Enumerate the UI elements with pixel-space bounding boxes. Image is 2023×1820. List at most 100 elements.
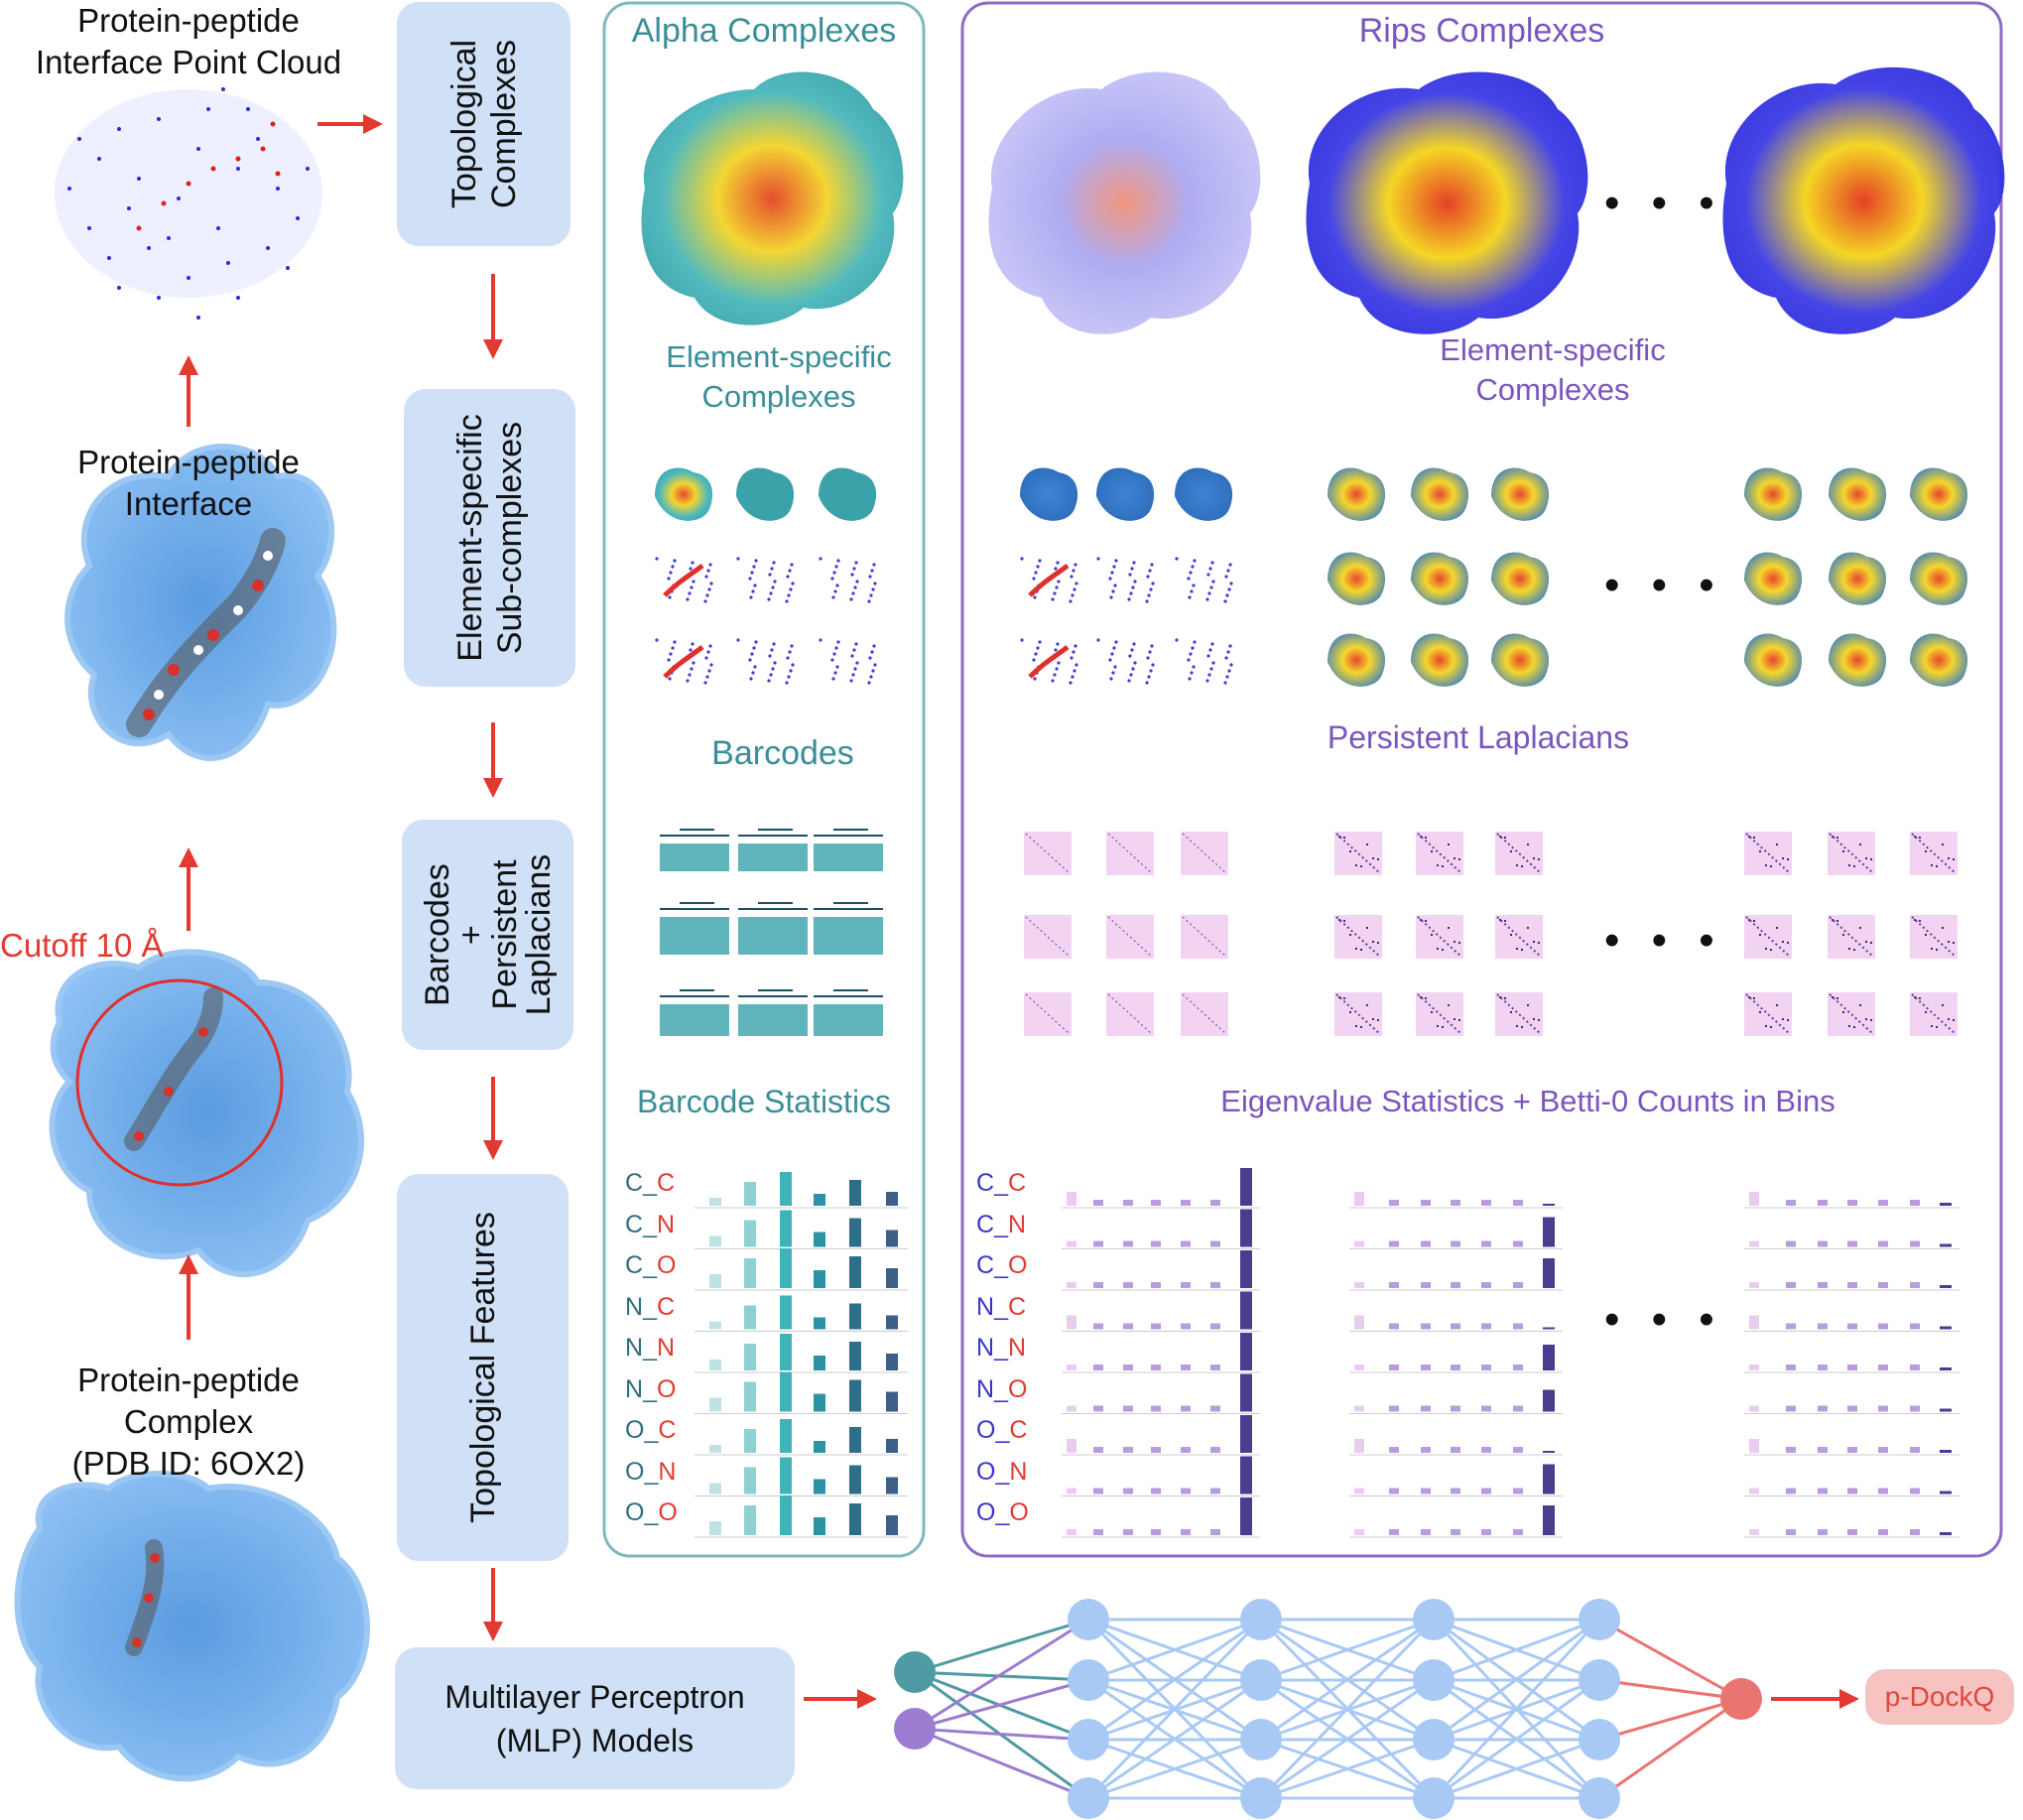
stat-bar-0-2 [780, 1172, 792, 1206]
rips-scatter-0-1-0 [1020, 557, 1078, 603]
edge-output [1598, 1678, 1742, 1701]
eigen-bar-1-2-0 [1354, 1282, 1364, 1288]
pair-second: C [1007, 1169, 1027, 1197]
eigen-stat-pair-O-O: O_O [976, 1498, 1029, 1527]
eigen-bar-1-1-1 [1389, 1240, 1399, 1247]
pair-separator: _ [643, 1251, 657, 1279]
laplacian-1-2-0 [1334, 992, 1382, 1036]
eigen-bar-2-7-2 [1818, 1488, 1828, 1495]
eigen-bar-2-4-5 [1910, 1365, 1920, 1370]
stat-bar-7-3 [814, 1479, 825, 1495]
eigen-bar-0-8-0 [1067, 1529, 1076, 1535]
topological-complexes-text: Topological Complexes [444, 39, 523, 209]
rips-mini-2-2-0 [1744, 633, 1803, 687]
rips-mini-1-1-2 [1491, 552, 1550, 605]
pair-first: N [625, 1292, 644, 1321]
eigen-bar-0-2-1 [1093, 1282, 1103, 1288]
laplacian-2-0-2 [1910, 832, 1958, 875]
pair-first: O [976, 1498, 996, 1526]
edge-hidden-0 [1087, 1618, 1262, 1682]
rips-mini-1-1-0 [1328, 552, 1386, 605]
hidden-node-1-3 [1240, 1777, 1282, 1819]
eigen-bar-2-2-1 [1786, 1282, 1796, 1288]
laplacian-0-2-1 [1106, 992, 1154, 1036]
eigen-bar-2-4-6 [1940, 1367, 1952, 1370]
stat-bar-8-2 [780, 1495, 792, 1535]
eigen-bar-2-4-4 [1878, 1365, 1888, 1370]
laplacian-2-1-2 [1910, 915, 1958, 959]
mlp-network [894, 1599, 1762, 1819]
laplacian-0-0-2 [1181, 832, 1228, 875]
pair-first: C [625, 1210, 644, 1238]
barcode-1-2 [814, 902, 883, 955]
eigen-bar-1-0-5 [1513, 1200, 1523, 1206]
pair-separator: _ [995, 1416, 1010, 1444]
eigen-bar-1-7-0 [1354, 1488, 1364, 1495]
rips-mini-1-2-0 [1328, 633, 1386, 687]
hidden-node-3-2 [1579, 1719, 1620, 1760]
eigen-bar-0-5-0 [1067, 1405, 1076, 1412]
eigen-bar-1-4-5 [1513, 1365, 1523, 1370]
eigen-bar-0-2-4 [1181, 1282, 1191, 1288]
pair-first: C [976, 1169, 995, 1197]
pair-separator: _ [994, 1374, 1008, 1403]
ellipsis-rips-element: • • • [1604, 561, 1724, 609]
laplacian-2-1-1 [1828, 915, 1875, 959]
eigen-bar-2-2-5 [1910, 1282, 1920, 1288]
eigen-bar-1-5-5 [1513, 1405, 1523, 1412]
eigen-bar-0-7-0 [1067, 1488, 1076, 1495]
rips-scatter-0-2-0 [1020, 638, 1078, 685]
eigen-bar-0-1-3 [1151, 1240, 1161, 1247]
pair-first: N [976, 1374, 995, 1403]
eigen-stat-pair-O-N: O_N [976, 1458, 1027, 1487]
interface-surface-image [64, 444, 337, 761]
input-node-purple [894, 1708, 936, 1750]
eigen-bar-2-1-3 [1847, 1240, 1857, 1247]
pair-separator: _ [644, 1457, 659, 1486]
eigen-bar-0-7-4 [1181, 1488, 1191, 1495]
hidden-node-0-2 [1068, 1719, 1109, 1760]
eigen-bar-0-4-5 [1210, 1365, 1220, 1370]
barcode-stat-pair-N-C: N_C [625, 1293, 675, 1322]
barcode-statistics [695, 1172, 908, 1538]
eigen-bar-0-1-4 [1181, 1240, 1191, 1247]
eigen-bar-2-5-2 [1818, 1405, 1828, 1412]
rips-mini-1-0-1 [1411, 467, 1469, 521]
alpha-mini-0-2 [819, 467, 877, 521]
pair-second: N [1007, 1334, 1027, 1362]
eigen-bar-2-3-2 [1818, 1323, 1828, 1330]
topological-features-text: Topological Features [463, 1212, 502, 1523]
laplacian-1-1-0 [1334, 915, 1382, 959]
laplacian-1-0-0 [1334, 832, 1382, 875]
edge-hidden-2 [1433, 1618, 1600, 1682]
eigen-bar-0-1-0 [1067, 1240, 1076, 1247]
eigen-bar-0-6-0 [1067, 1439, 1076, 1453]
eigen-bar-2-8-6 [1940, 1532, 1952, 1535]
eigen-bar-2-3-0 [1749, 1315, 1759, 1330]
eigen-bar-0-8-4 [1181, 1529, 1191, 1535]
rips-mini-0-0-1 [1096, 467, 1155, 521]
eigen-bar-0-2-0 [1067, 1282, 1076, 1288]
laplacian-2-0-1 [1828, 832, 1875, 875]
eigen-bar-1-7-1 [1389, 1488, 1399, 1495]
eigen-bar-0-5-1 [1093, 1405, 1103, 1412]
eigen-bar-1-3-2 [1421, 1323, 1431, 1330]
pair-separator: _ [994, 1251, 1008, 1279]
edge-input-purple [914, 1727, 1089, 1800]
rips-eigenvalue-statistics-title: Eigenvalue Statistics + Betti-0 Counts i… [1220, 1084, 1835, 1118]
stat-bar-5-3 [814, 1393, 825, 1412]
edge-hidden-2 [1433, 1738, 1600, 1800]
barcode-1-0 [660, 902, 729, 955]
eigen-bar-2-6-3 [1847, 1447, 1857, 1453]
stat-bar-6-4 [849, 1427, 861, 1453]
pair-first: O [976, 1457, 996, 1486]
pair-first: O [976, 1416, 996, 1444]
p-dockq-output: p-DockQ [1865, 1669, 2014, 1725]
barcode-stat-pair-C-O: C_O [625, 1251, 676, 1280]
laplacian-2-2-0 [1744, 992, 1792, 1036]
alpha-complexes-title: Alpha Complexes [631, 12, 897, 50]
pair-first: O [625, 1498, 645, 1526]
eigen-bar-1-3-5 [1513, 1323, 1523, 1330]
eigen-bar-2-6-5 [1910, 1447, 1920, 1453]
eigen-bar-1-1-6 [1543, 1217, 1555, 1247]
